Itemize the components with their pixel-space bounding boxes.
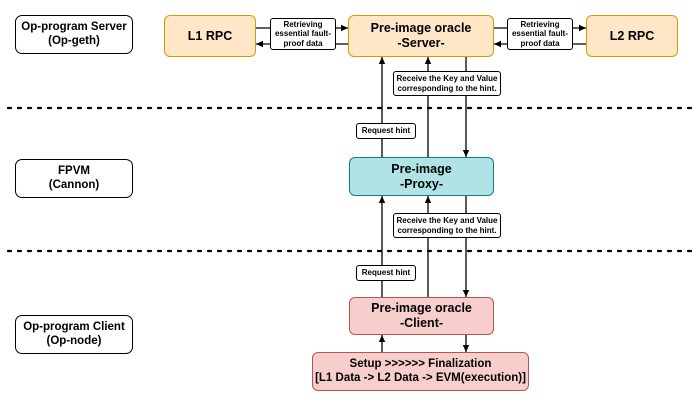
retrieving-label-left: Retrieving essential fault- proof data [270, 18, 336, 50]
layer-client-subtitle: (Op-node) [46, 334, 102, 347]
oracle-client-title: Pre-image oracle [371, 301, 472, 315]
layer-op-program-server: Op-program Server (Op-geth) [15, 15, 133, 54]
proxy-subtitle: -Proxy- [399, 176, 444, 191]
pre-image-proxy-node: Pre-image -Proxy- [349, 157, 494, 196]
layer-op-program-client: Op-program Client (Op-node) [15, 315, 133, 354]
layer-fpvm-subtitle: (Cannon) [48, 178, 100, 191]
l2-rpc-label: L2 RPC [609, 28, 655, 43]
layer-client-title: Op-program Client [23, 320, 125, 333]
layer-server-subtitle: (Op-geth) [48, 34, 100, 47]
setup-finalization-node: Setup >>>>>> Finalization [L1 Data -> L2… [312, 352, 529, 391]
oracle-server-subtitle: -Server- [397, 36, 445, 50]
retrieving-label-right: Retrieving essential fault- proof data [507, 18, 573, 50]
layer-fpvm-title: FPVM [58, 164, 90, 177]
proxy-title: Pre-image [391, 161, 452, 176]
pre-image-oracle-server-node: Pre-image oracle -Server- [348, 15, 494, 57]
oracle-server-title: Pre-image oracle [370, 21, 472, 35]
setup-subtitle: [L1 Data -> L2 Data -> EVM(execution)] [315, 371, 526, 384]
l2-rpc-node: L2 RPC [586, 15, 678, 57]
oracle-client-subtitle: -Client- [399, 316, 444, 330]
request-hint-label-upper: Request hint [356, 123, 416, 139]
setup-title: Setup >>>>>> Finalization [349, 357, 492, 370]
pre-image-oracle-client-node: Pre-image oracle -Client- [349, 297, 494, 335]
receive-key-value-label-upper: Receive the Key and Value corresponding … [393, 71, 501, 96]
receive-key-value-label-lower: Receive the Key and Value corresponding … [393, 213, 501, 238]
layer-server-title: Op-program Server [21, 20, 127, 33]
l1-rpc-node: L1 RPC [164, 15, 256, 57]
l1-rpc-label: L1 RPC [187, 28, 233, 43]
layer-fpvm: FPVM (Cannon) [15, 159, 133, 198]
request-hint-label-lower: Request hint [356, 265, 416, 281]
